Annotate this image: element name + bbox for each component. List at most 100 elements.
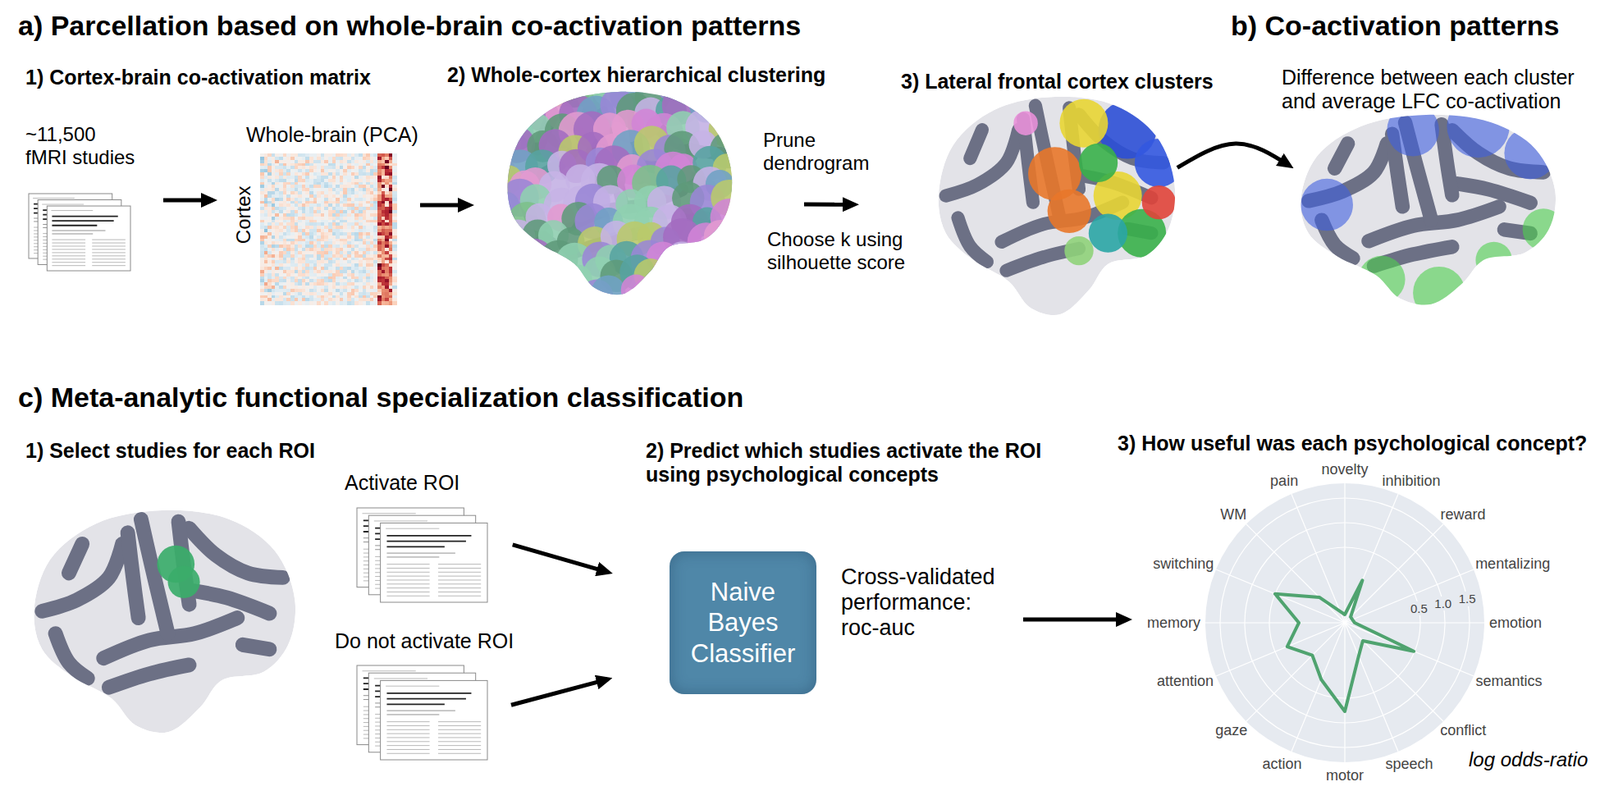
heatmap-cell xyxy=(283,292,288,296)
heatmap-cell xyxy=(260,232,265,236)
heatmap-cell xyxy=(362,191,367,195)
heatmap-cell xyxy=(305,153,310,157)
heatmap-cell xyxy=(342,216,348,220)
heatmap-cell xyxy=(377,182,382,186)
heatmap-cell xyxy=(301,184,307,188)
heatmap-cell xyxy=(294,295,299,299)
heatmap-cell xyxy=(388,225,394,229)
heatmap-cell xyxy=(324,222,329,226)
heatmap-cell xyxy=(365,194,371,198)
heatmap-cell xyxy=(264,285,269,289)
heatmap-cell xyxy=(358,219,363,224)
heatmap-cell xyxy=(271,292,276,296)
cluster-patch xyxy=(480,87,518,126)
heatmap-cell xyxy=(264,219,269,224)
heatmap-cell xyxy=(392,263,397,267)
heatmap-cell xyxy=(328,197,333,202)
heatmap-cell xyxy=(305,163,310,167)
heatmap-cell xyxy=(362,160,367,164)
heatmap-cell xyxy=(354,260,359,264)
heatmap-cell xyxy=(392,194,397,198)
heatmap-cell xyxy=(309,153,314,157)
heatmap-cell xyxy=(339,238,344,243)
heatmap-cell xyxy=(274,292,279,296)
text-line xyxy=(42,227,84,229)
heatmap-cell xyxy=(290,213,295,217)
heatmap-cell xyxy=(290,197,295,202)
heatmap-cell xyxy=(373,163,378,167)
heatmap-cell xyxy=(332,260,337,264)
heatmap-cell xyxy=(392,295,397,299)
heatmap-cell xyxy=(313,175,318,179)
heatmap-cell xyxy=(283,288,288,293)
text-line xyxy=(51,245,86,247)
heatmap-cell xyxy=(351,232,356,236)
heatmap-cell xyxy=(294,216,299,220)
heatmap-cell xyxy=(294,244,299,248)
heatmap-cell xyxy=(370,273,375,277)
heatmap-cell xyxy=(332,292,337,296)
heatmap-cell xyxy=(328,260,333,264)
paper-sheet xyxy=(368,515,476,595)
heatmap-cell xyxy=(384,244,389,248)
sulcus xyxy=(686,214,710,219)
text-line xyxy=(73,252,108,254)
heatmap-cell xyxy=(365,201,371,205)
heatmap-cell xyxy=(388,153,394,157)
heatmap-cell xyxy=(328,238,333,243)
heatmap-cell xyxy=(260,285,265,289)
text-line xyxy=(363,710,407,712)
heatmap-cell xyxy=(283,184,288,188)
text-line xyxy=(363,564,407,566)
heatmap-cell xyxy=(301,175,307,179)
heatmap-cell xyxy=(320,257,325,261)
heatmap-cell xyxy=(294,238,299,243)
heatmap-cell xyxy=(264,210,269,214)
heatmap-cell xyxy=(324,301,329,305)
heatmap-cell xyxy=(354,222,359,226)
heatmap-cell xyxy=(294,273,299,277)
heatmap-cell xyxy=(267,288,272,293)
heatmap-cell xyxy=(264,235,269,239)
heatmap-cell xyxy=(339,219,344,224)
heatmap-cell xyxy=(320,169,325,173)
heatmap-cell xyxy=(335,238,340,243)
heatmap-cell xyxy=(342,285,348,289)
text-line xyxy=(426,722,470,723)
heatmap-cell xyxy=(362,257,367,261)
heatmap-cell xyxy=(260,194,265,198)
heatmap-cell xyxy=(320,153,325,157)
heatmap-cell xyxy=(324,153,329,157)
heatmap-cell xyxy=(324,263,329,267)
heatmap-cell xyxy=(260,244,265,248)
text-line xyxy=(363,568,407,570)
heatmap-cell xyxy=(316,172,321,176)
text-line xyxy=(386,587,430,589)
heatmap-cell xyxy=(351,273,356,277)
heatmap-cell xyxy=(328,175,333,179)
heatmap-cell xyxy=(362,251,367,255)
heatmap-cell xyxy=(392,178,397,183)
heatmap-cell xyxy=(347,216,352,220)
text-line xyxy=(374,548,428,550)
heatmap-cell xyxy=(324,285,329,289)
heatmap-cell xyxy=(301,203,307,207)
heatmap-cell xyxy=(267,216,272,220)
heatmap-cell xyxy=(309,201,314,205)
heatmap-cell xyxy=(297,257,302,261)
heatmap-cell xyxy=(274,295,279,299)
heatmap-cell xyxy=(316,251,321,255)
heatmap-cell xyxy=(260,282,265,286)
heatmap-cell xyxy=(362,254,367,258)
heatmap-cell xyxy=(309,160,314,164)
heatmap-cell xyxy=(335,163,340,167)
heatmap-cell xyxy=(283,191,288,195)
heatmap-cell xyxy=(283,273,288,277)
heatmap-cell xyxy=(354,297,359,302)
sheet xyxy=(37,200,122,266)
text-line xyxy=(374,706,428,708)
heatmap-cell xyxy=(373,156,378,160)
heatmap-cell xyxy=(342,187,348,192)
sheet xyxy=(380,522,488,603)
text-line xyxy=(363,572,407,574)
